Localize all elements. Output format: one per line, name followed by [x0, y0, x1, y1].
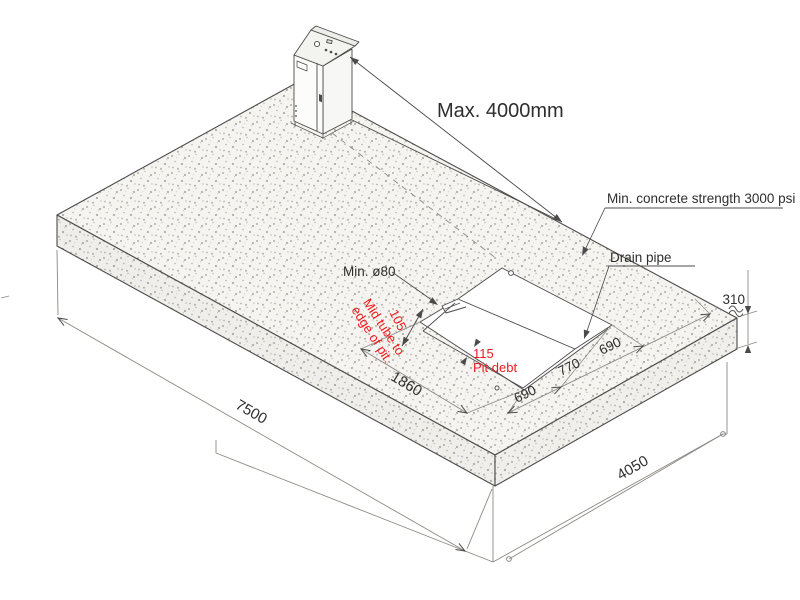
leader-line	[391, 271, 437, 304]
hinge-dot	[295, 110, 297, 112]
ext-chain-p1	[560, 328, 609, 388]
dim-end-marker	[506, 556, 512, 562]
pit-floor-drain-hole	[494, 385, 500, 391]
hose-route-dashed-line	[331, 132, 498, 260]
console-button	[324, 48, 328, 52]
arrowhead	[744, 345, 752, 353]
dim-310: 310	[722, 270, 758, 353]
label-min-diameter: Min. ø80	[343, 264, 438, 305]
arrowhead	[457, 405, 469, 414]
dim-115-pit-depth: 115 Pit debt	[460, 338, 517, 375]
cabinet-feet	[294, 120, 352, 139]
arrowhead	[402, 336, 410, 346]
max-distance-annotation: Max. 4000mm	[331, 56, 564, 260]
arrowhead	[359, 348, 371, 357]
dim-1860-line	[360, 348, 468, 414]
arrowhead	[56, 317, 68, 326]
cabinet-top-ridge	[310, 25, 360, 47]
leader-arrow	[428, 297, 438, 305]
leader-labels: Min. ø80 Drain pipe Min. concrete streng…	[343, 191, 795, 339]
max-distance-lines	[349, 56, 563, 223]
arrowhead	[552, 213, 562, 222]
concrete-strength-text: Min. concrete strength 3000 psi	[607, 191, 795, 206]
cabinet-vent-grille	[296, 60, 308, 72]
break-squiggle	[728, 305, 744, 317]
arrowhead	[455, 543, 467, 552]
arrowhead	[551, 386, 563, 395]
leader-arrow	[582, 246, 589, 256]
pit-floor-edge	[422, 330, 524, 389]
dim-115-value: 115	[473, 346, 494, 361]
cabinet-door-handle	[319, 94, 322, 103]
dim-7500-value: 7500	[233, 396, 270, 427]
leader-arrow	[583, 329, 590, 339]
console-display	[326, 39, 333, 45]
drain-pipe-text: Drain pipe	[610, 250, 672, 265]
min-diameter-text: Min. ø80	[343, 264, 396, 279]
dim-end-marker	[720, 431, 726, 437]
base-left-edge	[215, 440, 494, 563]
concrete-slab	[56, 81, 738, 487]
pit-floor-right-edge	[522, 348, 576, 389]
ext-1860-left	[360, 321, 421, 350]
arrowhead	[474, 338, 481, 347]
hinge-dot	[295, 115, 297, 117]
extension-lines	[360, 298, 711, 414]
ext-chain-p3	[694, 298, 711, 315]
ext-chain-p2	[611, 324, 644, 347]
label-drain-pipe: Drain pipe	[583, 250, 695, 339]
dim-310-value: 310	[722, 292, 745, 307]
arrowhead	[700, 313, 712, 322]
power-unit-cabinet	[290, 25, 360, 139]
slab-corner-extension-bottom	[466, 488, 493, 550]
console-knob	[313, 40, 321, 48]
arrowhead	[744, 306, 752, 314]
slab-side-face-right	[494, 317, 738, 487]
arrowhead	[633, 345, 645, 354]
slab-corner-extension-left	[56, 249, 59, 316]
leader-line	[583, 207, 606, 253]
stray-extension-tick	[0, 295, 10, 299]
ext-1860-right	[466, 389, 525, 414]
hinge-dot	[295, 105, 297, 107]
pit-depth-label: Pit debt	[473, 360, 517, 375]
dim-4050-line	[508, 433, 724, 560]
label-concrete-strength: Min. concrete strength 3000 psi	[582, 191, 795, 256]
trench-drain-hole	[508, 270, 514, 276]
ext-chain-p0	[507, 389, 525, 414]
dim-chain-line	[507, 313, 711, 414]
cabinet-front-face	[293, 54, 324, 135]
arrowhead	[460, 357, 467, 366]
pipe-outlet-inner-line	[444, 302, 461, 310]
arrowhead	[415, 309, 423, 319]
dim-7500-line	[57, 317, 466, 552]
console-button	[334, 52, 338, 56]
console-button	[329, 50, 333, 54]
pit-floor-left-edge	[422, 302, 456, 332]
max-distance-text: Max. 4000mm	[437, 100, 564, 122]
arrowhead	[350, 57, 360, 66]
leader-line	[585, 265, 610, 335]
arrowhead	[506, 405, 518, 414]
